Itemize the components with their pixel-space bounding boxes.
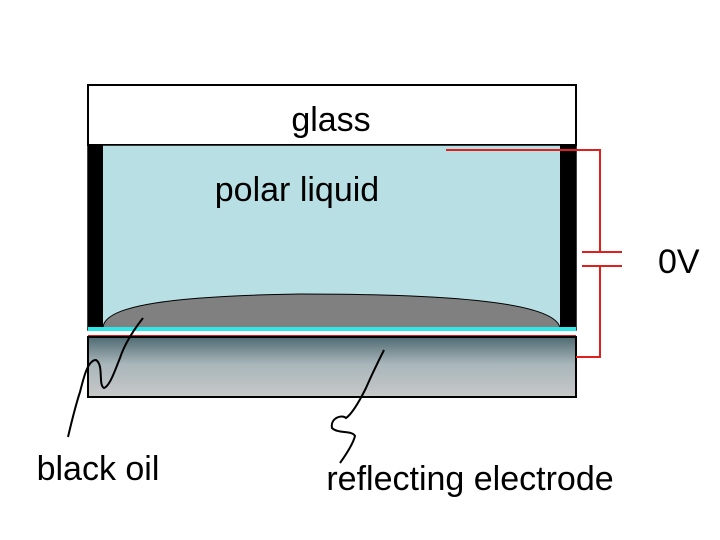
voltage-label: 0V — [658, 243, 700, 281]
glass-plate — [87, 84, 577, 146]
black-oil-leader — [67, 317, 144, 438]
black-oil-label: black oil — [37, 450, 160, 488]
voltage-circuit — [446, 149, 622, 358]
glass-label: glass — [291, 101, 370, 139]
hydrophobic-layer — [88, 327, 576, 331]
electrode-leader — [330, 349, 385, 464]
reflecting-electrode-label: reflecting electrode — [326, 460, 613, 498]
substrate — [87, 336, 577, 398]
right-wall — [560, 145, 576, 330]
left-wall — [88, 145, 103, 330]
insulator-layer — [88, 331, 576, 335]
polar-liquid-label: polar liquid — [215, 171, 379, 209]
black-oil-film — [102, 293, 561, 329]
